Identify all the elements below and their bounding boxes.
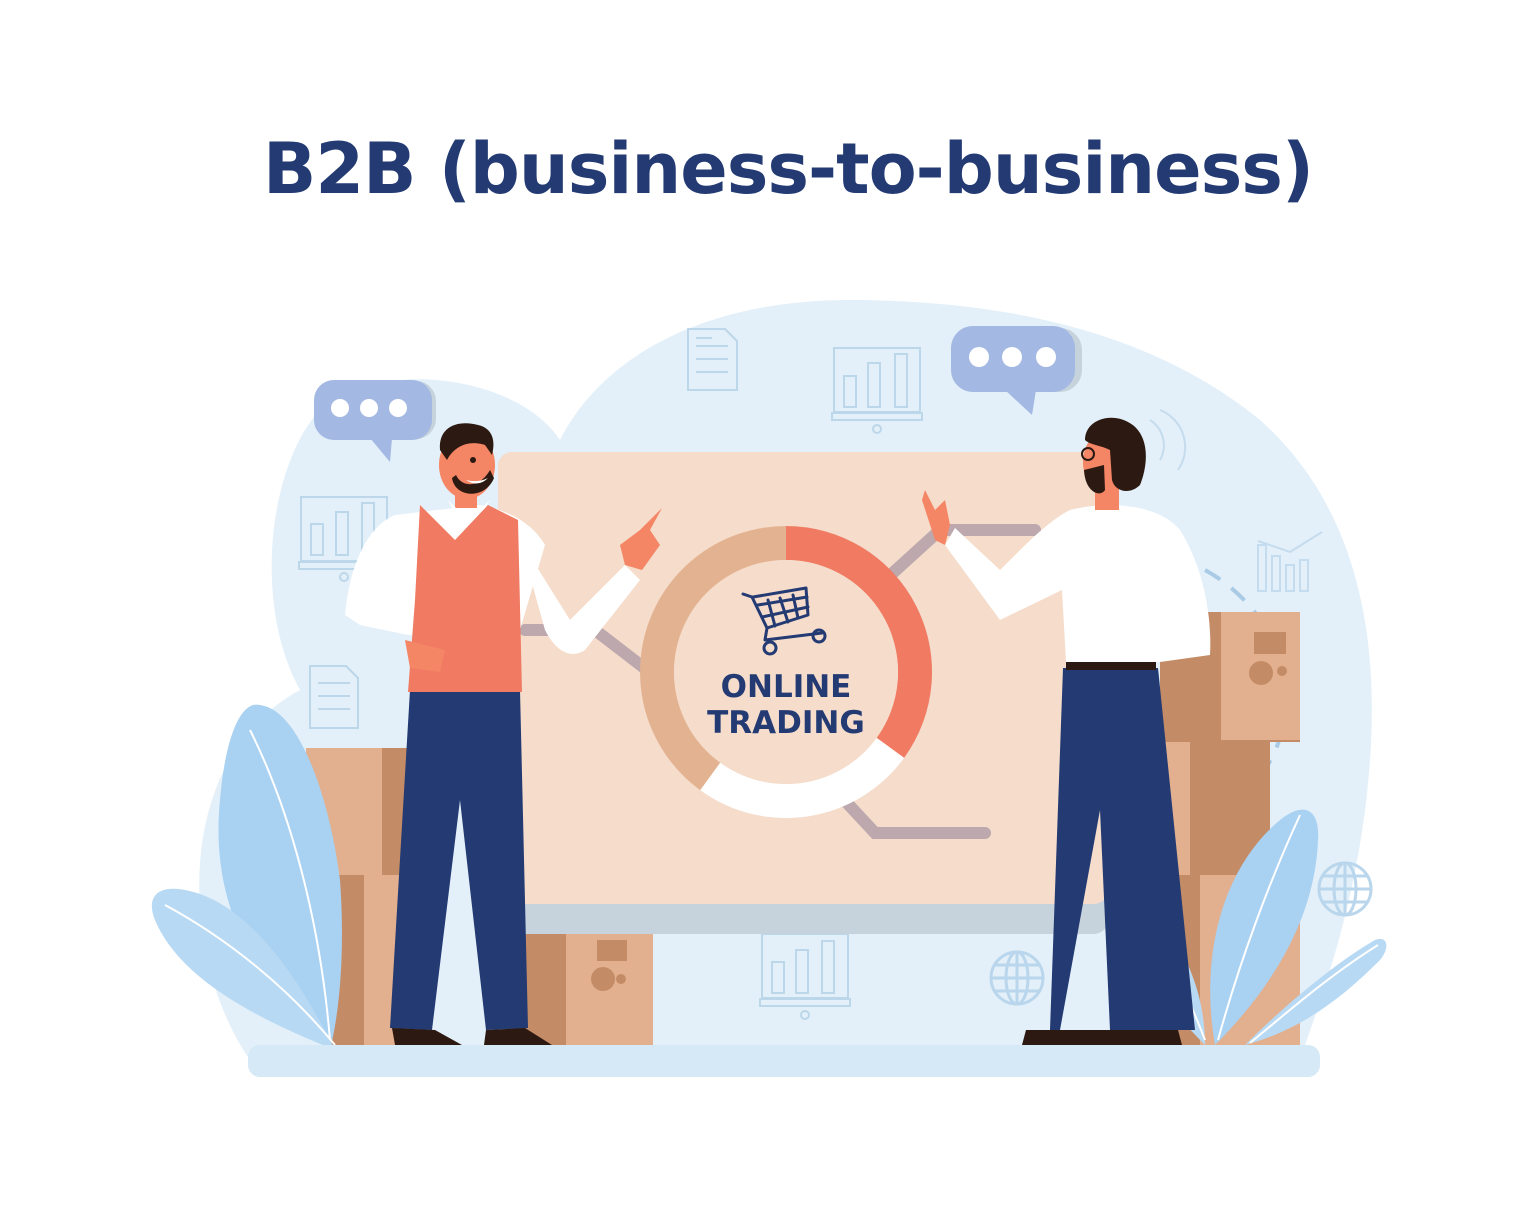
donut-segment	[640, 526, 786, 791]
globe-icon	[989, 950, 1045, 1006]
floor	[248, 1045, 1320, 1077]
businessman-left	[345, 423, 662, 1045]
donut-hole	[674, 560, 898, 784]
speech-bubble-ellipsis-icon	[951, 326, 1082, 415]
speech-bubble-ellipsis-icon	[314, 380, 436, 462]
leaf-plant-left	[151, 704, 342, 1050]
center-label-line2: TRADING	[707, 705, 865, 741]
bar-chart-board-icon	[831, 347, 923, 434]
bar-chart-board-icon	[759, 933, 851, 1020]
trend-chart-icon	[1257, 531, 1323, 592]
center-label-line1: ONLINE	[721, 669, 852, 705]
shopping-cart-icon	[741, 586, 827, 656]
page-title: B2B (business-to-business)	[263, 128, 1314, 210]
donut-segment	[700, 737, 905, 818]
donut-chart	[640, 526, 932, 818]
donut-chart-icon	[1149, 409, 1187, 471]
businessman-right	[922, 417, 1211, 1045]
document-icon	[309, 665, 359, 729]
globe-icon	[1317, 861, 1373, 917]
donut-segment	[786, 526, 932, 758]
document-icon	[687, 328, 738, 391]
